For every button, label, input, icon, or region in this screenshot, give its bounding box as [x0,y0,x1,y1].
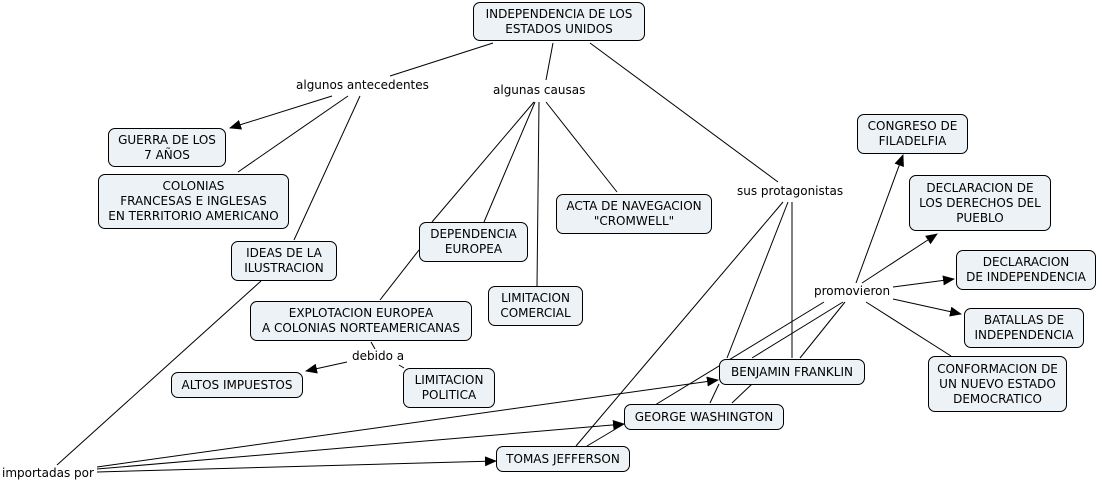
link-debido-a[interactable]: debido a [350,349,407,364]
link-sus-protagonistas[interactable]: sus protagonistas [735,184,846,199]
concept-limitacion-politica[interactable]: LIMITACION POLITICA [403,368,495,408]
line-root-causas [545,42,554,81]
link-promovieron[interactable]: promovieron [812,284,893,299]
concept-declaracion-derechos[interactable]: DECLARACION DE LOS DERECHOS DEL PUEBLO [909,175,1051,231]
arrow-importadas-jefferson [96,456,497,473]
concept-altos-impuestos[interactable]: ALTOS IMPUESTOS [171,372,303,398]
arrow-promovieron-congreso [855,154,904,284]
concept-colonias-francesas-inglesas[interactable]: COLONIAS FRANCESAS E INGLESAS EN TERRITO… [98,174,289,229]
concept-george-washington[interactable]: GEORGE WASHINGTON [624,404,784,430]
concept-dependencia-europea[interactable]: DEPENDENCIA EUROPEA [419,222,528,262]
link-importadas-por[interactable]: importadas por [0,466,96,481]
line-protagonistas-jefferson [575,201,784,447]
concept-explotacion-europea[interactable]: EXPLOTACION EUROPEA A COLONIAS NORTEAMER… [250,301,472,341]
arrow-promovieron-derechos [861,233,938,284]
concept-batallas-independencia[interactable]: BATALLAS DE INDEPENDENCIA [964,308,1084,348]
concept-ideas-ilustracion[interactable]: IDEAS DE LA ILUSTRACION [231,241,337,281]
link-algunas-causas[interactable]: algunas causas [491,83,588,98]
line-antecedentes-colonias [237,95,349,173]
line-antecedentes-ideas [293,95,361,241]
line-jefferson-promovieron [586,423,625,447]
line-protagonistas-washington [726,201,789,359]
arrow-promovieron-batallas [892,298,962,317]
concept-limitacion-comercial[interactable]: LIMITACION COMERCIAL [488,286,583,326]
concept-declaracion-independencia[interactable]: DECLARACION DE INDEPENDENCIA [956,250,1096,290]
line-washington-franklin [731,383,753,404]
line-causas-dependencia [483,101,536,223]
concept-guerra-7-anos[interactable]: GUERRA DE LOS 7 AÑOS [108,128,226,167]
line-dependencia-explotacion [379,249,420,301]
line-debido-limitacion-politica [398,364,405,369]
arrow-importadas-franklin [96,376,719,468]
line-franklin-promovieron-b [799,301,846,359]
concept-congreso-filadelfia[interactable]: CONGRESO DE FILADELFIA [857,114,968,154]
line-causas-limitacion-comercial [536,101,540,287]
line-ideas-importadas [56,280,262,466]
arrow-promovieron-declaracion [892,275,955,288]
line-franklin-promovieron-a [751,301,844,359]
line-root-antecedentes [389,42,494,77]
concept-benjamin-franklin[interactable]: BENJAMIN FRANKLIN [719,359,865,385]
line-root-protagonistas [589,42,779,183]
line-causas-acta [545,101,618,193]
concept-tomas-jefferson[interactable]: TOMAS JEFFERSON [496,446,630,472]
arrow-importadas-washington [96,419,625,470]
concept-independencia-estados-unidos[interactable]: INDEPENDENCIA DE LOS ESTADOS UNIDOS [473,2,645,41]
link-algunos-antecedentes[interactable]: algunos antecedentes [294,78,431,93]
concept-conformacion-estado[interactable]: CONFORMACION DE UN NUEVO ESTADO DEMOCRAT… [928,356,1067,412]
line-washington-promovieron-a [654,301,825,406]
line-washington-promovieron-b [709,383,720,404]
line-explotacion-debido [370,341,376,350]
concept-acta-navegacion[interactable]: ACTA DE NAVEGACION "CROMWELL" [556,194,712,234]
line-causas-explotacion [431,101,535,223]
arrow-antecedentes-guerra [229,95,333,130]
arrow-debido-altos-impuestos [305,361,348,374]
line-promovieron-conformacion [865,301,952,357]
